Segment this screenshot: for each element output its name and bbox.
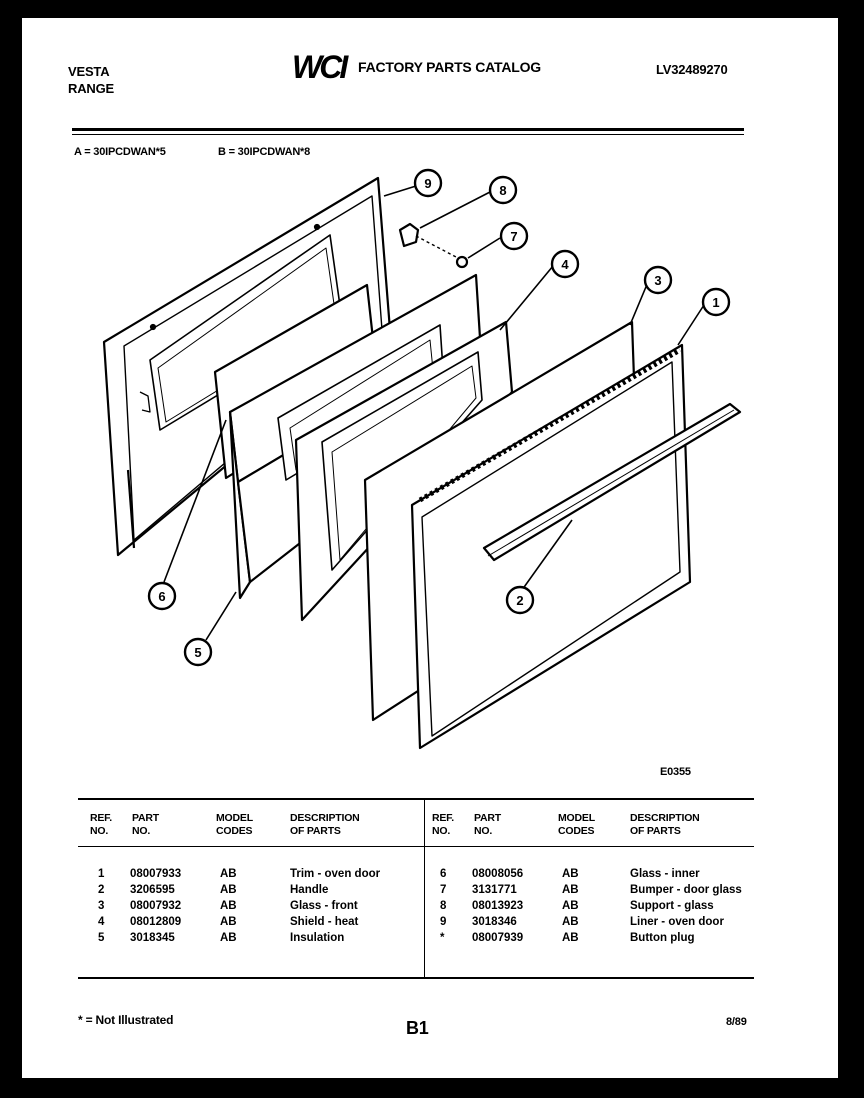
catalog-title: FACTORY PARTS CATALOG [358, 59, 541, 75]
svg-text:9: 9 [424, 176, 431, 191]
header-rule-thin [72, 134, 744, 135]
diagram-code: E0355 [660, 766, 691, 778]
model-b: B = 30IPCDWAN*8 [218, 146, 311, 158]
svg-text:1: 1 [712, 295, 719, 310]
svg-text:3: 3 [654, 273, 661, 288]
part-handle [482, 402, 742, 562]
svg-text:7: 7 [510, 229, 517, 244]
callout-1: 1 [701, 287, 731, 317]
wci-logo: WCI [292, 50, 352, 82]
callout-6: 6 [147, 581, 177, 611]
callout-8: 8 [488, 175, 518, 205]
table-top-rule [78, 798, 754, 800]
svg-text:6: 6 [158, 589, 165, 604]
brand-line-1: VESTA [68, 64, 110, 79]
header-rule [72, 128, 744, 131]
callout-7: 7 [499, 221, 529, 251]
page-number: B1 [406, 1018, 429, 1038]
part-support-glass [398, 222, 420, 248]
footnote: * = Not Illustrated [78, 1013, 174, 1027]
header-ref-right: REF.NO. [432, 812, 454, 837]
part-bumper-door-glass [455, 255, 469, 269]
callout-3: 3 [643, 265, 673, 295]
leader-lines [163, 185, 705, 641]
svg-text:5: 5 [194, 645, 201, 660]
callout-2: 2 [505, 585, 535, 615]
header-ref: REF.NO. [90, 812, 112, 837]
table-header-rule [78, 846, 754, 847]
callout-5: 5 [183, 637, 213, 667]
callout-9: 9 [413, 168, 443, 198]
model-a: A = 30IPCDWAN*5 [74, 146, 166, 158]
table-divider [424, 800, 425, 977]
svg-text:8: 8 [499, 183, 506, 198]
brand-line-2: RANGE [68, 81, 114, 96]
page-date: 8/89 [726, 1016, 747, 1028]
svg-text:2: 2 [516, 593, 523, 608]
callout-4: 4 [550, 249, 580, 279]
svg-text:4: 4 [561, 257, 569, 272]
wci-logo-text: WCI [292, 50, 349, 82]
table-bottom-rule [78, 977, 754, 979]
catalog-number: LV32489270 [656, 62, 728, 77]
